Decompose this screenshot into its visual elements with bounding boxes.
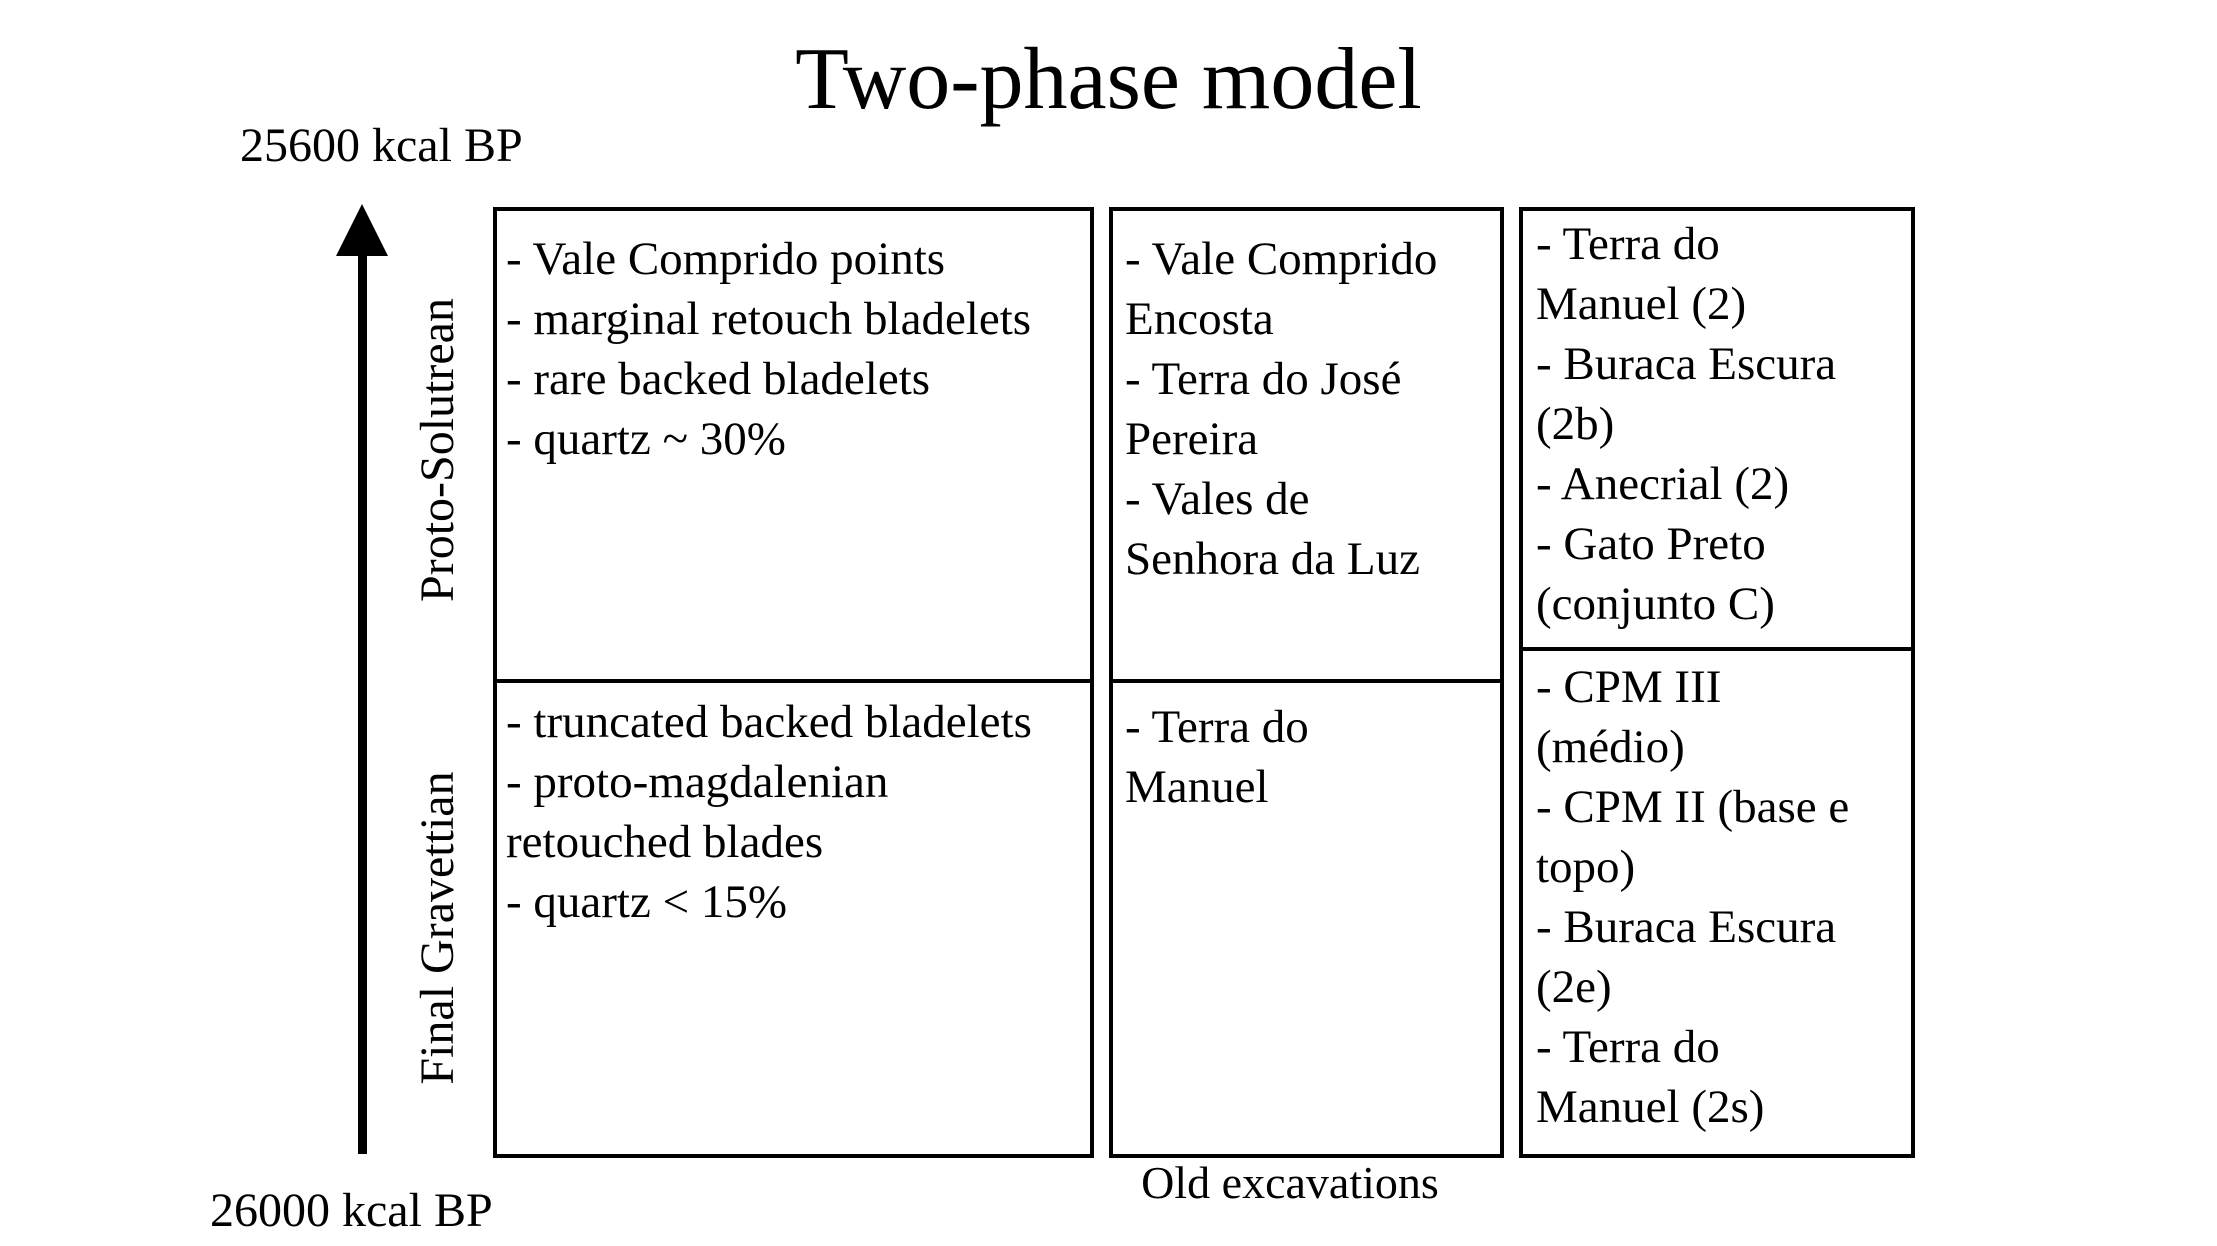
sites-b-lower-line: - CPM III: [1536, 661, 1722, 713]
sites-a-upper-line: Encosta: [1125, 293, 1274, 345]
features-lower-line: - proto-magdalenian: [506, 756, 889, 808]
sites-b-lower-line: Manuel (2s): [1536, 1081, 1765, 1133]
features-upper-cell: - Vale Comprido points - marginal retouc…: [506, 229, 1031, 469]
sites-a-column-divider: [1109, 679, 1504, 683]
features-lower-cell: - truncated backed bladelets - proto-mag…: [506, 692, 1032, 932]
features-lower-line: retouched blades: [506, 816, 824, 868]
sites-b-column-box: [1519, 207, 1915, 1158]
sites-a-upper-line: Pereira: [1125, 413, 1259, 465]
sites-b-upper-line: - Anecrial (2): [1536, 458, 1790, 510]
phase-label-final-gravettian: Final Gravettian: [411, 771, 464, 1085]
features-column-divider: [493, 679, 1094, 683]
sites-a-upper-line: Senhora da Luz: [1125, 533, 1420, 585]
sites-a-upper-line: - Vale Comprido: [1125, 233, 1438, 285]
sites-b-upper-line: (conjunto C): [1536, 578, 1775, 630]
time-bottom-label: 26000 kcal BP: [210, 1184, 493, 1237]
sites-b-upper-line: - Buraca Escura: [1536, 338, 1837, 390]
sites-b-lower-line: (médio): [1536, 721, 1685, 773]
features-upper-line: - rare backed bladelets: [506, 353, 931, 405]
old-excavations-label: Old excavations: [1141, 1157, 1439, 1208]
sites-b-lower-line: - Terra do: [1536, 1021, 1720, 1073]
sites-a-upper-cell: - Vale Comprido Encosta - Terra do José …: [1125, 229, 1437, 589]
time-top-label: 25600 kcal BP: [240, 119, 523, 172]
sites-a-lower-cell: - Terra do Manuel: [1125, 697, 1309, 817]
sites-a-lower-line: Manuel: [1125, 761, 1269, 813]
arrow-up-icon: [336, 204, 388, 256]
sites-b-lower-cell: - CPM III (médio) - CPM II (base e topo)…: [1536, 657, 1849, 1137]
features-lower-line: - truncated backed bladelets: [506, 696, 1032, 748]
sites-b-lower-line: (2e): [1536, 961, 1612, 1013]
sites-b-lower-line: - Buraca Escura: [1536, 901, 1837, 953]
sites-b-upper-cell: - Terra do Manuel (2) - Buraca Escura (2…: [1536, 214, 1836, 634]
sites-a-upper-line: - Terra do José: [1125, 353, 1402, 405]
features-upper-line: - marginal retouch bladelets: [506, 293, 1032, 345]
features-upper-line: - quartz ~ 30%: [506, 413, 786, 465]
sites-b-lower-line: topo): [1536, 841, 1636, 893]
features-upper-line: - Vale Comprido points: [506, 233, 946, 285]
sites-b-column-divider: [1519, 647, 1915, 651]
sites-a-upper-line: - Vales de: [1125, 473, 1310, 525]
sites-b-lower-line: - CPM II (base e: [1536, 781, 1850, 833]
diagram-title: Two-phase model: [795, 31, 1422, 128]
sites-b-upper-line: (2b): [1536, 398, 1615, 450]
sites-b-upper-line: - Gato Preto: [1536, 518, 1766, 570]
sites-b-upper-line: - Terra do: [1536, 218, 1720, 270]
features-lower-line: - quartz < 15%: [506, 876, 787, 928]
sites-b-upper-line: Manuel (2): [1536, 278, 1747, 330]
phase-label-proto-solutrean: Proto-Solutrean: [411, 298, 464, 602]
sites-a-lower-line: - Terra do: [1125, 701, 1309, 753]
time-arrow-shaft: [358, 248, 367, 1154]
